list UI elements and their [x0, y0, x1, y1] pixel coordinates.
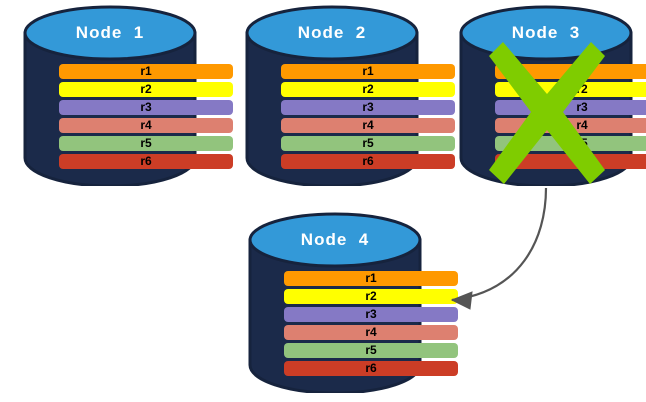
row-item[interactable]: r2 — [281, 82, 455, 97]
row-label: r2 — [576, 82, 588, 96]
row-label: r1 — [140, 64, 152, 78]
row-item[interactable]: r1 — [59, 64, 233, 79]
row-item[interactable]: r2 — [59, 82, 233, 97]
row-item[interactable]: r6 — [59, 154, 233, 169]
row-label: r4 — [576, 118, 588, 132]
row-label: r4 — [365, 325, 377, 339]
node-cylinder-3[interactable]: Node 3 r1 r2 r3 r4 r5 r6 — [459, 5, 646, 186]
row-label: r1 — [576, 64, 588, 78]
row-label: r6 — [362, 154, 374, 168]
row-label: r2 — [362, 82, 374, 96]
row-label: r5 — [362, 136, 374, 150]
row-label: r4 — [362, 118, 374, 132]
row-label: r1 — [362, 64, 374, 78]
row-item[interactable]: r3 — [281, 100, 455, 115]
row-item[interactable]: r6 — [495, 154, 646, 169]
row-item[interactable]: r6 — [281, 154, 455, 169]
row-item[interactable]: r2 — [495, 82, 646, 97]
row-label: r6 — [576, 154, 588, 168]
row-list-4: r1 r2 r3 r4 r5 r6 — [248, 271, 494, 379]
row-item[interactable]: r5 — [284, 343, 458, 358]
row-item[interactable]: r1 — [281, 64, 455, 79]
row-label: r6 — [140, 154, 152, 168]
row-item[interactable]: r2 — [284, 289, 458, 304]
row-item[interactable]: r3 — [59, 100, 233, 115]
row-item[interactable]: r1 — [495, 64, 646, 79]
row-item[interactable]: r4 — [495, 118, 646, 133]
row-item[interactable]: r3 — [284, 307, 458, 322]
row-label: r3 — [362, 100, 374, 114]
row-label: r3 — [140, 100, 152, 114]
row-label: r3 — [576, 100, 588, 114]
node-cylinder-2[interactable]: Node 2 r1 r2 r3 r4 r5 r6 — [245, 5, 455, 186]
row-item[interactable]: r6 — [284, 361, 458, 376]
row-label: r2 — [365, 289, 377, 303]
node-cylinder-1[interactable]: Node 1 r1 r2 r3 r4 r5 r6 — [23, 5, 233, 186]
row-item[interactable]: r3 — [495, 100, 646, 115]
row-item[interactable]: r1 — [284, 271, 458, 286]
row-item[interactable]: r5 — [281, 136, 455, 151]
row-list-3: r1 r2 r3 r4 r5 r6 — [459, 64, 646, 172]
row-label: r5 — [140, 136, 152, 150]
row-label: r3 — [365, 307, 377, 321]
row-item[interactable]: r4 — [59, 118, 233, 133]
row-item[interactable]: r4 — [281, 118, 455, 133]
row-label: r6 — [365, 361, 377, 375]
row-list-2: r1 r2 r3 r4 r5 r6 — [245, 64, 491, 172]
row-label: r2 — [140, 82, 152, 96]
node-cylinder-4[interactable]: Node 4 r1 r2 r3 r4 r5 r6 — [248, 212, 458, 393]
row-label: r5 — [576, 136, 588, 150]
row-list-1: r1 r2 r3 r4 r5 r6 — [23, 64, 269, 172]
row-label: r4 — [140, 118, 152, 132]
row-label: r5 — [365, 343, 377, 357]
row-item[interactable]: r5 — [59, 136, 233, 151]
row-label: r1 — [365, 271, 377, 285]
row-item[interactable]: r4 — [284, 325, 458, 340]
row-item[interactable]: r5 — [495, 136, 646, 151]
